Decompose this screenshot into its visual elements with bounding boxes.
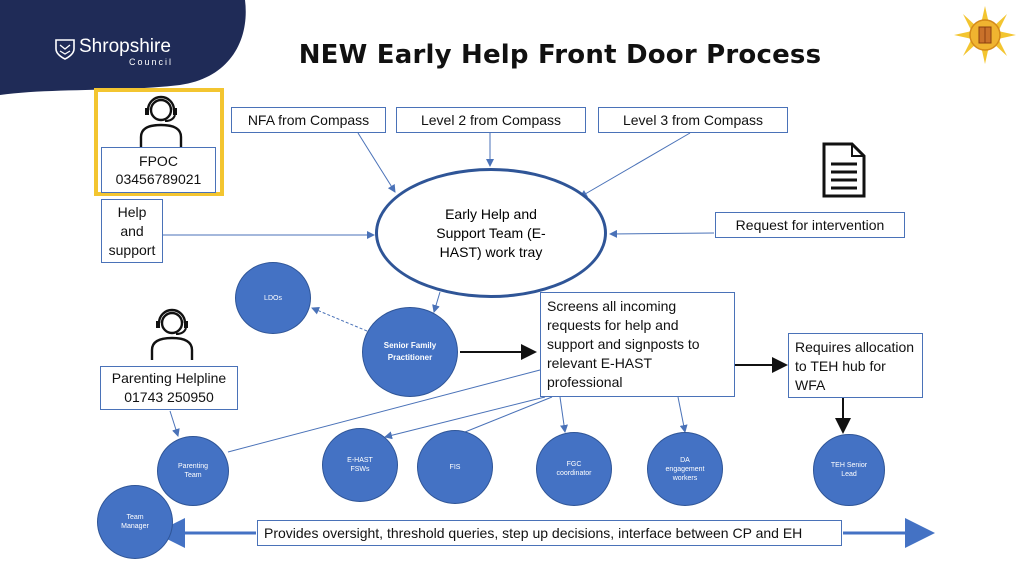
- parenting-helpline-box: Parenting Helpline 01743 250950: [100, 366, 238, 410]
- senior-label: Senior Family Practitioner: [383, 341, 437, 362]
- parenting-team-label: Parenting Team: [178, 463, 208, 479]
- parenting-number: 01743 250950: [124, 389, 214, 405]
- logo-subtext: Council: [129, 57, 174, 67]
- oversight-label: Provides oversight, threshold queries, s…: [264, 525, 803, 541]
- fgc-coordinator-circle: FGC coordinator: [536, 432, 612, 506]
- ehast-fsws-label: E-HAST FSWs: [347, 457, 373, 473]
- teh-lead-label: TEH Senior Lead: [830, 462, 868, 478]
- screens-requests-box: Screens all incoming requests for help a…: [540, 292, 735, 397]
- sun-emblem-icon: [954, 6, 1016, 64]
- logo-text: Shropshire: [79, 36, 171, 57]
- ehast-work-tray-ellipse: Early Help and Support Team (E-HAST) wor…: [375, 168, 607, 298]
- requires-allocation-box: Requires allocation to TEH hub for WFA: [788, 333, 923, 398]
- level3-from-compass-box: Level 3 from Compass: [598, 107, 788, 133]
- teh-senior-lead-circle: TEH Senior Lead: [813, 434, 885, 506]
- header-banner: [0, 0, 246, 95]
- headset-person-icon: [139, 95, 183, 147]
- screens-label: Screens all incoming requests for help a…: [547, 298, 700, 390]
- crest-icon: [55, 39, 75, 60]
- fpoc-title: FPOC: [139, 153, 178, 169]
- request-for-intervention-box: Request for intervention: [715, 212, 905, 238]
- parenting-team-circle: Parenting Team: [157, 436, 229, 506]
- fis-label: FIS: [449, 463, 461, 471]
- ldos-label: LDOs: [264, 294, 282, 302]
- request-label: Request for intervention: [735, 217, 885, 233]
- help-and-support-box: Help and support: [101, 199, 163, 263]
- ehast-fsws-circle: E-HAST FSWs: [322, 428, 398, 502]
- level2-from-compass-box: Level 2 from Compass: [396, 107, 586, 133]
- council-logo: Shropshire Council: [54, 36, 184, 68]
- headset-person-icon: [150, 308, 194, 360]
- ehast-label: Early Help and Support Team (E-HAST) wor…: [436, 205, 546, 260]
- nfa-from-compass-box: NFA from Compass: [231, 107, 386, 133]
- level2-label: Level 2 from Compass: [420, 112, 562, 128]
- requires-label: Requires allocation to TEH hub for WFA: [795, 339, 915, 393]
- ldos-circle: LDOs: [235, 262, 311, 334]
- fpoc-highlight-frame: [94, 88, 224, 196]
- fis-circle: FIS: [417, 430, 493, 504]
- help-support-label: Help and support: [108, 203, 156, 258]
- fgc-label: FGC coordinator: [556, 461, 592, 477]
- senior-family-practitioner-circle: Senior Family Practitioner: [362, 307, 458, 397]
- team-manager-label: Team Manager: [121, 514, 149, 530]
- level3-label: Level 3 from Compass: [622, 112, 764, 128]
- fpoc-number: 03456789021: [115, 171, 202, 187]
- oversight-box: Provides oversight, threshold queries, s…: [257, 520, 842, 546]
- nfa-label: NFA from Compass: [247, 112, 370, 128]
- parenting-title: Parenting Helpline: [111, 370, 227, 386]
- da-engagement-workers-circle: DA engagement workers: [647, 432, 723, 506]
- fpoc-box: FPOC 03456789021: [101, 147, 216, 193]
- document-icon: [822, 142, 866, 198]
- da-label: DA engagement workers: [665, 456, 705, 482]
- page-title: NEW Early Help Front Door Process: [298, 40, 822, 70]
- team-manager-circle: Team Manager: [97, 485, 173, 559]
